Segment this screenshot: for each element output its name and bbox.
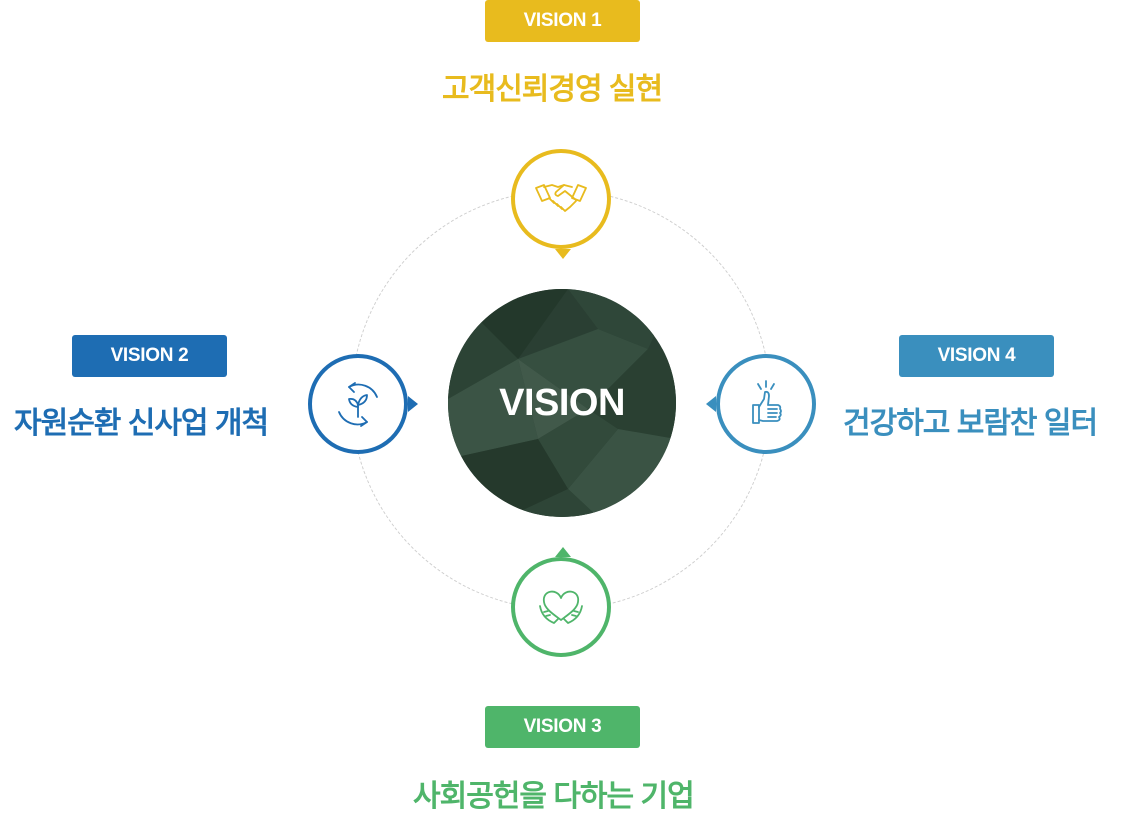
vision-3-node xyxy=(511,557,611,657)
thumbs-up-icon xyxy=(752,380,782,424)
vision-center-circle: VISION xyxy=(448,289,676,517)
vision-4-badge: VISION 4 xyxy=(899,335,1054,377)
vision-1-title: 고객신뢰경영 실현 xyxy=(442,73,663,106)
vision-3-pointer xyxy=(555,547,571,557)
vision-1-badge: VISION 1 xyxy=(485,0,640,42)
vision-2-pointer xyxy=(408,396,418,412)
vision-2-title: 자원순환 신사업 개척 xyxy=(14,407,269,440)
vision-4-pointer xyxy=(706,396,716,412)
vision-1-node xyxy=(511,149,611,249)
vision-1-pointer xyxy=(555,249,571,259)
vision-3-badge: VISION 3 xyxy=(485,706,640,748)
handshake-icon xyxy=(535,184,587,212)
vision-4-node xyxy=(716,354,816,454)
polygon-texture xyxy=(448,289,676,517)
vision-4-title: 건강하고 보람찬 일터 xyxy=(843,407,1098,440)
vision-3-title: 사회공헌을 다하는 기업 xyxy=(413,780,695,813)
vision-2-badge: VISION 2 xyxy=(72,335,227,377)
heart-hands-icon xyxy=(539,590,583,624)
vision-2-node xyxy=(308,354,408,454)
recycle-sprout-icon xyxy=(338,382,378,427)
vision-center-label: VISION xyxy=(499,381,625,424)
